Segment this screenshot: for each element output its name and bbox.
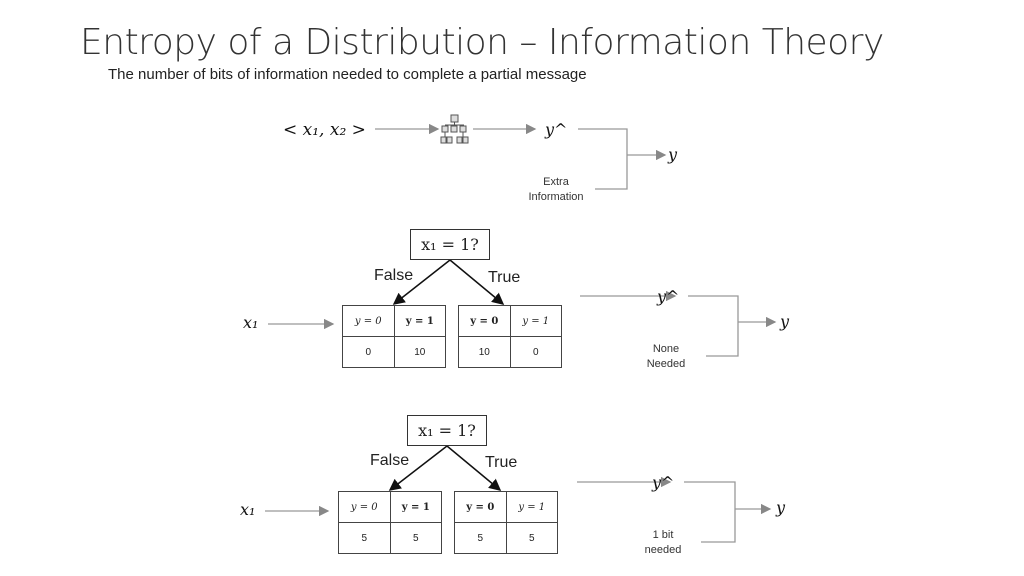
output-label: y bbox=[780, 312, 790, 331]
header-cell: y = 1 bbox=[505, 491, 558, 523]
header-cell: y = 1 bbox=[509, 305, 562, 337]
output-label: y bbox=[776, 498, 786, 517]
output-label: y bbox=[668, 145, 678, 164]
false-branch bbox=[388, 445, 448, 491]
input-features: < x₁, x₂ > bbox=[283, 120, 366, 140]
false-branch bbox=[392, 259, 451, 305]
false-label: False bbox=[374, 267, 414, 284]
count-cell: 0 bbox=[342, 336, 395, 368]
header-cell: y = 1 bbox=[393, 305, 446, 337]
header-cell: y = 0 bbox=[454, 491, 507, 523]
merge-bracket bbox=[688, 295, 739, 357]
count-cell: 5 bbox=[454, 522, 507, 554]
true-branch bbox=[446, 445, 502, 491]
input-label: x₁ bbox=[240, 500, 256, 519]
prediction-label: y^ bbox=[652, 473, 675, 492]
true-label: True bbox=[488, 269, 521, 286]
header-cell: y = 0 bbox=[458, 305, 511, 337]
page-subtitle: The number of bits of information needed… bbox=[108, 66, 587, 83]
page-title: Entropy of a Distribution – Information … bbox=[80, 22, 884, 63]
header-cell: y = 1 bbox=[389, 491, 442, 523]
false-label: False bbox=[370, 452, 410, 469]
note-line2: Needed bbox=[646, 358, 686, 370]
note-line1: 1 bit bbox=[652, 529, 674, 541]
merge-bracket bbox=[578, 128, 628, 190]
prediction-label: y^ bbox=[545, 120, 568, 139]
count-cell: 10 bbox=[458, 336, 511, 368]
note-label: 1 bit needed bbox=[645, 528, 682, 558]
extra-line2: Information bbox=[528, 191, 584, 203]
header-cell: y = 0 bbox=[338, 491, 391, 523]
header-cell: y = 0 bbox=[342, 305, 395, 337]
merge-bracket bbox=[684, 481, 736, 543]
true-branch bbox=[449, 259, 505, 305]
count-cell: 5 bbox=[389, 522, 442, 554]
true-label: True bbox=[485, 454, 518, 471]
count-cell: 10 bbox=[393, 336, 446, 368]
extra-line1: Extra bbox=[543, 176, 569, 188]
note-line1: None bbox=[652, 343, 680, 355]
split-question: x₁ = 1? bbox=[410, 229, 490, 260]
split-question: x₁ = 1? bbox=[407, 415, 487, 446]
prediction-label: y^ bbox=[657, 287, 680, 306]
count-cell: 0 bbox=[509, 336, 562, 368]
count-cell: 5 bbox=[338, 522, 391, 554]
input-label: x₁ bbox=[243, 313, 259, 332]
note-line2: needed bbox=[644, 544, 682, 556]
count-cell: 5 bbox=[505, 522, 558, 554]
decision-tree-icon bbox=[440, 114, 469, 144]
